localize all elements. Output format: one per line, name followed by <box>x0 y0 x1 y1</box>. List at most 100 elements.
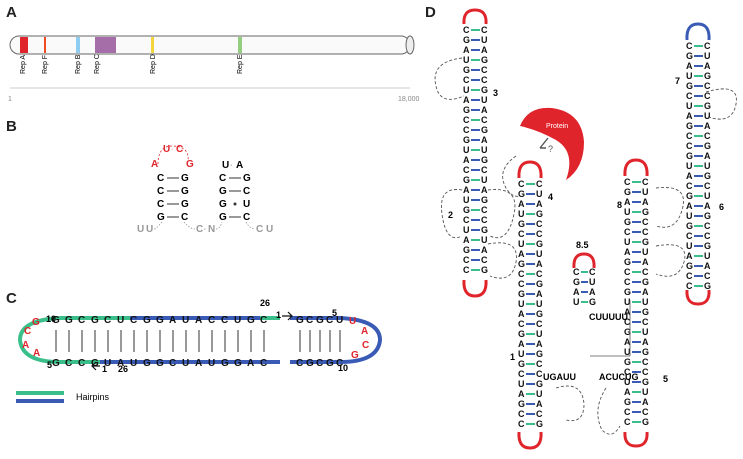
genome-bar <box>9 35 411 55</box>
c-top-right-nt: C <box>306 315 313 326</box>
hairpin-6-7-nt: U <box>704 161 711 171</box>
hairpin-5-8-nt: C <box>624 367 631 377</box>
hairpin-1-4-nt: A <box>518 249 525 259</box>
c-right-loop-nt: U <box>349 316 356 327</box>
hairpin-5-8-nt: C <box>642 177 649 187</box>
hairpin-1-4-nt: C <box>536 369 543 379</box>
hairpin-number: 7 <box>675 76 680 86</box>
hairpin-6-7-nt: A <box>704 121 711 131</box>
c-bottom-nt: C <box>260 358 267 369</box>
hairpin-6-7-nt: C <box>686 91 693 101</box>
hairpin-1-4-nt: A <box>536 399 543 409</box>
hairpin-2-3-nt: G <box>481 225 488 235</box>
b-left-loop-dot: · <box>171 146 173 153</box>
hairpin-6-7-nt: U <box>686 71 693 81</box>
panel-label-d: D <box>425 4 436 21</box>
hairpin-1-4-nt: C <box>536 179 543 189</box>
b-linker-nt: C <box>196 224 203 235</box>
b-linker-nt: C <box>256 224 263 235</box>
hairpin-6-7-nt: G <box>686 151 693 161</box>
hairpin-1-4-nt: U <box>518 299 525 309</box>
b-left-stem-nt: C <box>157 186 164 197</box>
hairpin-5-8-nt: U <box>624 297 631 307</box>
hairpin-1-4-nt: G <box>518 219 525 229</box>
hairpin-1-4-nt: C <box>536 269 543 279</box>
hairpin-number: 8.5 <box>576 240 589 250</box>
hairpin-2-3-nt: C <box>481 215 488 225</box>
hairpin-1-4-nt: A <box>536 289 543 299</box>
b-left-loop-nt: A <box>151 159 158 170</box>
hairpin-2-3-nt: A <box>463 185 470 195</box>
hairpin-5-8-nt: U <box>642 297 649 307</box>
c-bottom-right-nt: C <box>336 358 343 369</box>
hairpin-5-8-nt: A <box>642 287 649 297</box>
hairpin-6-7-nt: G <box>704 101 711 111</box>
hairpin-6-7-nt: C <box>686 271 693 281</box>
hairpin-2-3-nt: U <box>463 145 470 155</box>
hairpin-1-4-nt: G <box>518 399 525 409</box>
c-arrow-left <box>91 361 100 371</box>
hairpin-1-4-nt: G <box>536 379 543 389</box>
legend-label: Hairpins <box>76 392 110 402</box>
b-left-stem-nt: C <box>157 199 164 210</box>
b-linker: U U C N C U <box>137 221 273 235</box>
hairpin-1-4-nt: C <box>518 419 525 429</box>
hairpin-1-4-nt: C <box>518 279 525 289</box>
hairpin-6-7-nt: C <box>704 271 711 281</box>
hairpin-1-4-nt: G <box>518 359 525 369</box>
hairpin-5-8-nt: G <box>624 327 631 337</box>
c-top-nt: U <box>234 315 241 326</box>
c-bottom-nt: U <box>208 358 215 369</box>
hairpin-2-3-nt: C <box>481 25 488 35</box>
hairpin-8-5-nt: A <box>589 287 596 297</box>
c-backbone-right <box>290 316 383 364</box>
rep-c-label: Rep C <box>94 54 101 74</box>
hairpin-5-8-nt: C <box>624 277 631 287</box>
c-number: 5 <box>332 308 337 318</box>
hairpin-5-8-nt: U <box>624 377 631 387</box>
hairpin-6-7-nt: C <box>686 181 693 191</box>
c-bottom-right-nt: G <box>306 358 314 369</box>
hairpin-6-7-nt: C <box>686 141 693 151</box>
hairpin-1-4-nt: U <box>518 349 525 359</box>
hairpin-6-7-nt: U <box>686 101 693 111</box>
c-right-loop-nt: G <box>351 350 359 361</box>
hairpin-5-8-nt: A <box>624 197 631 207</box>
hairpin-5-8-nt: G <box>624 397 631 407</box>
protein-shape <box>520 107 584 180</box>
b-left-stem-nt: G <box>157 212 165 223</box>
hairpin-6-7-nt: C <box>686 41 693 51</box>
hairpin-1-4-nt: U <box>536 389 543 399</box>
hairpin-2-3-nt: U <box>463 85 470 95</box>
hairpin-2-3-nt: G <box>481 85 488 95</box>
c-top-nt: C <box>208 315 215 326</box>
hairpin-1-4-nt: U <box>518 209 525 219</box>
c-top-nt: C <box>260 315 267 326</box>
hairpin-2-3-nt: G <box>481 265 488 275</box>
rep-b-segment <box>76 37 80 53</box>
b-left-loop-nt: U <box>163 144 170 155</box>
hairpin-6-7-nt: A <box>686 61 693 71</box>
protein-label: Protein <box>546 123 568 130</box>
hairpin-2-3-nt: U <box>481 35 488 45</box>
hairpin-2-3-nt: C <box>463 215 470 225</box>
c-bottom-nt: C <box>65 358 72 369</box>
rep-c-segment <box>95 37 116 53</box>
hairpin-2-3-nt: U <box>481 95 488 105</box>
hairpin-6-7-nt: A <box>686 201 693 211</box>
c-top-nt: A <box>169 315 176 326</box>
hairpin-5-8-nt: G <box>642 377 649 387</box>
b-right-loop-nt: U <box>222 160 229 171</box>
hairpin-8-5-nt: U <box>589 277 596 287</box>
hairpin-1-4-nt: U <box>518 379 525 389</box>
hairpin-1-4-nt: C <box>518 229 525 239</box>
b-left-stem-nt: C <box>157 173 164 184</box>
hairpin-2-3-nt: C <box>481 255 488 265</box>
hairpin-2-3-nt: A <box>463 235 470 245</box>
linker-text: UGAUU <box>543 372 576 382</box>
hairpin-8-5-nt: C <box>589 267 596 277</box>
hairpin-number: 1 <box>510 352 515 362</box>
hairpin-2-3-nt: C <box>463 25 470 35</box>
